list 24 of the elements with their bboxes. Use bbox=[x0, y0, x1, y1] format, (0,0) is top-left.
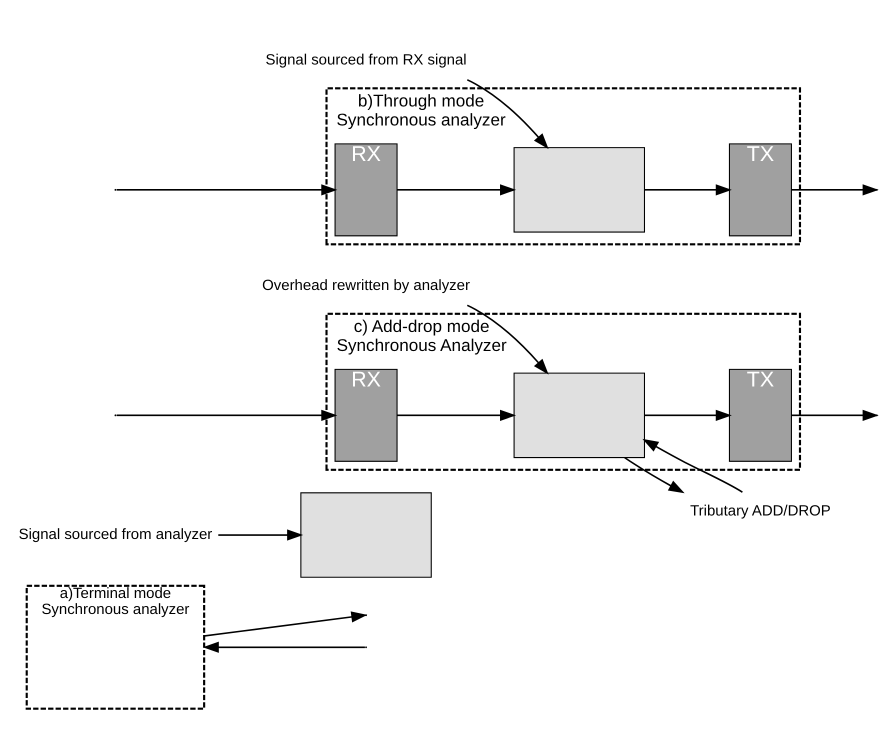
node-text: Signal sourced from RX signal bbox=[265, 51, 467, 68]
node-box bbox=[514, 147, 645, 233]
node-text: Signal sourced from analyzer bbox=[18, 526, 212, 544]
arrow bbox=[642, 438, 743, 493]
arrow bbox=[466, 79, 549, 150]
node-box: RX bbox=[334, 143, 398, 236]
arrow bbox=[397, 184, 516, 196]
arrow bbox=[644, 410, 732, 421]
arrow bbox=[202, 642, 365, 653]
arrow bbox=[466, 304, 549, 375]
arrow bbox=[116, 410, 338, 421]
node-box: RX bbox=[334, 368, 398, 462]
node-box: a)Terminal mode Synchronous analyzer bbox=[26, 584, 206, 710]
arrow bbox=[624, 456, 685, 494]
node-box bbox=[300, 492, 432, 578]
arrow bbox=[218, 529, 304, 541]
node-text: Overhead rewritten by analyzer bbox=[262, 276, 470, 294]
arrow bbox=[397, 410, 516, 421]
arrow bbox=[116, 184, 338, 196]
node-text: Tributary ADD/DROP bbox=[690, 502, 831, 520]
node-box: TX bbox=[728, 143, 792, 236]
node-box: TX bbox=[728, 368, 792, 462]
arrow bbox=[644, 184, 732, 196]
node-box bbox=[514, 372, 645, 458]
